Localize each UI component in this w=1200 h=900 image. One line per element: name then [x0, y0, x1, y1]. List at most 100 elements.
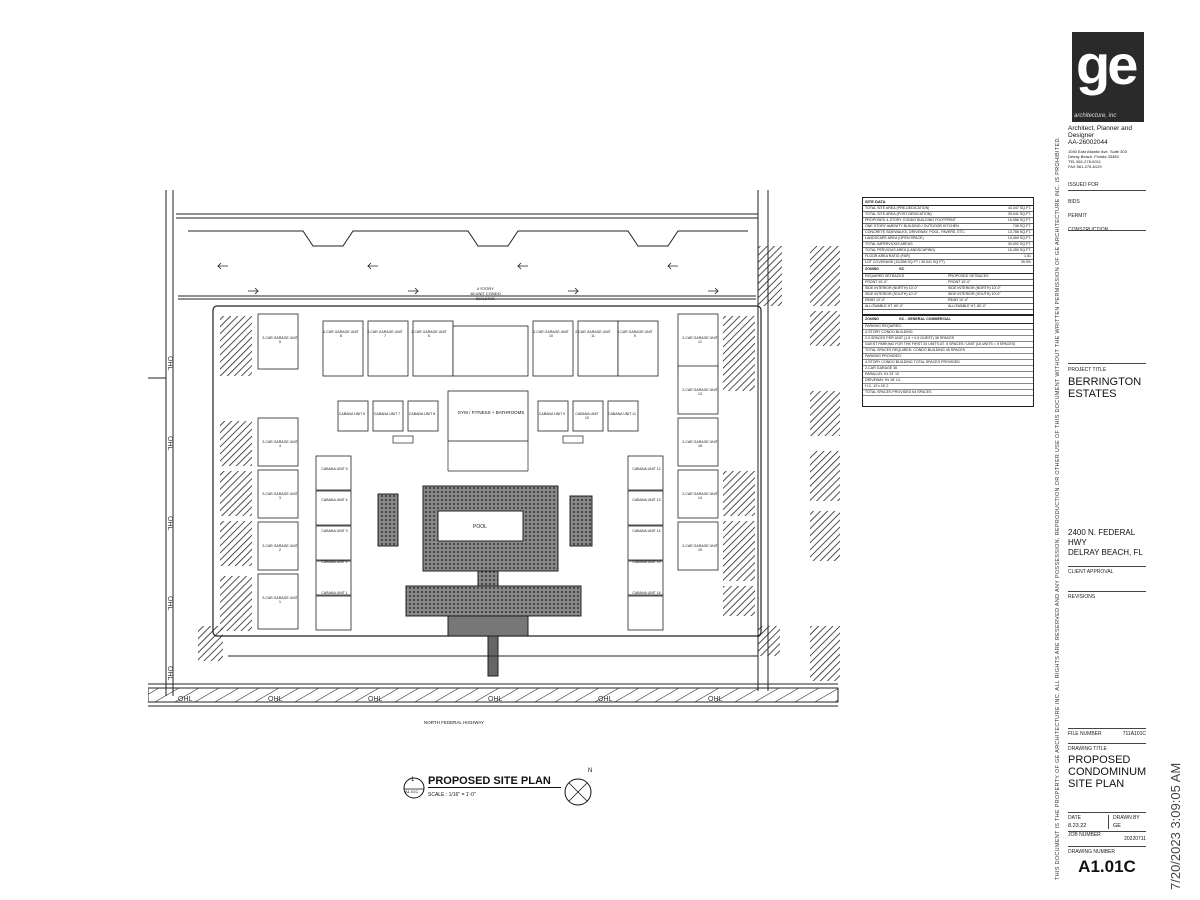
- garage-label: 2-CAR GARAGE UNIT 5: [262, 336, 298, 344]
- zoning-value: GC - GENERAL COMMERCIAL: [898, 317, 951, 321]
- garage-label: 2-CAR GARAGE UNIT 6: [411, 330, 447, 338]
- zoning-label: ZONING: [865, 317, 879, 321]
- drawing-title-1: PROPOSED: [1068, 754, 1131, 766]
- setback-proposed: SIDE INTERIOR (NORTH) 10'-0": [948, 286, 1001, 290]
- parking-line: 4-STORY CONDO BUILDING: [863, 330, 1033, 336]
- garage-label: 2-CAR GARAGE UNIT 12: [682, 336, 718, 344]
- cabanas-left: [315, 455, 352, 631]
- svg-text:OHL: OHL: [166, 436, 173, 451]
- svg-text:OHL: OHL: [268, 696, 283, 703]
- parking-line: 2-CAR GARAGE 36: [863, 366, 1033, 372]
- drawing-title-2: CONDOMINUM: [1068, 766, 1147, 778]
- cabana-label: CABANA UNIT 6: [338, 412, 366, 416]
- firm-tel: TEL 561-276-6011: [1068, 159, 1101, 164]
- parking-line: PARALLEL 9'x 23' 10: [863, 372, 1033, 378]
- traffic-arrows: [217, 262, 719, 295]
- project-address-1: 2400 N. FEDERAL HWY: [1068, 528, 1135, 547]
- svg-text:OHL: OHL: [166, 596, 173, 611]
- parking-line: TOTAL SPACES PROVIDED 64 SPACES: [863, 390, 1033, 396]
- site-data-value: 43,347 SQ.FT.: [1007, 206, 1031, 210]
- svg-text:OHL: OHL: [598, 696, 613, 703]
- setback-required: SIDE INTERIOR (SOUTH) 10'-0": [865, 292, 918, 296]
- garages-top: [322, 320, 659, 377]
- project-title-label: PROJECT TITLE: [1068, 367, 1107, 373]
- site-data-key: CONCRETE SIDEWALKS, DRIVEWAY, POOL, PAVE…: [865, 230, 966, 234]
- issued-permit: PERMIT: [1068, 213, 1087, 219]
- building-label: 4 STORY 18 UNIT CONDO BUILDING: [470, 286, 501, 301]
- pool-area: POOL: [377, 485, 593, 677]
- garage-label: 2-CAR GARAGE UNIT 18: [682, 440, 718, 448]
- cabana-label: CABANA UNIT 9: [538, 412, 566, 416]
- project-title-2: ESTATES: [1068, 388, 1117, 400]
- svg-text:OHL: OHL: [178, 696, 193, 703]
- drawing-title-3: SITE PLAN: [1068, 778, 1125, 790]
- site-data-row: LANDSCAPE AREA (OPEN SPACE)10,459 SQ.FT.: [863, 236, 1033, 242]
- setback-proposed: PROPOSED SETBACKS: [948, 274, 989, 278]
- north-arrow-icon: [564, 778, 592, 806]
- garage-label: 2-CAR GARAGE UNIT 3: [262, 492, 298, 500]
- project-title-1: BERRINGTON: [1068, 376, 1142, 388]
- drawn-by-label: DRAWN BY: [1113, 815, 1140, 821]
- cabanas-top: [337, 390, 639, 442]
- cabana-label: CABANA UNIT 13: [632, 498, 661, 502]
- date-label: DATE: [1068, 815, 1081, 821]
- cabana-label: CABANA UNIT 8: [408, 412, 436, 416]
- site-data-value: 10,459 SQ.FT.: [1007, 248, 1031, 252]
- svg-text:OHL: OHL: [166, 516, 173, 531]
- setback-row: FRONT 10'-0"FRONT 10'-0": [863, 280, 1033, 286]
- parking-line: PARKING PROVIDED:: [863, 354, 1033, 360]
- site-data-header: SITE DATA: [863, 198, 1033, 206]
- file-number-label: FILE NUMBER: [1068, 731, 1102, 737]
- garages-right: [677, 313, 719, 571]
- site-data-value: 15,558 SQ.FT.: [1007, 218, 1031, 222]
- issued-for-label: ISSUED FOR: [1068, 182, 1146, 191]
- setback-proposed: SIDE INTERIOR (SOUTH) 10'-0": [948, 292, 1001, 296]
- site-data-row: ONE STORY AMENITY BUILDING / OUTDOOR KIT…: [863, 224, 1033, 230]
- site-data-row: TOTAL SITE AREA (PRE-DEDICATION) 43,347 S…: [863, 206, 1033, 212]
- site-data-key: TOTAL SITE AREA (PRE-DEDICATION): [865, 206, 930, 210]
- site-data-value: 13,786 SQ.FT.: [1007, 230, 1031, 234]
- site-data-row: LOT COVERAGE (15,558 SQ FT / 39,041 SQ F…: [863, 260, 1033, 266]
- svg-text:POOL: POOL: [473, 524, 487, 530]
- site-data-table: SITE DATA TOTAL SITE AREA (PRE-DEDICATIO…: [862, 197, 1034, 407]
- date-value: 8.23.22: [1068, 823, 1087, 829]
- garage-label: 2-CAR GARAGE UNIT 8: [323, 330, 359, 338]
- setback-row: ALLOWABLE HT. 60'-0" ALLOWABLE HT. 60'-0": [863, 304, 1033, 310]
- drawing-number-value: A1.01C: [1078, 857, 1136, 876]
- site-data-key: LOT COVERAGE (15,558 SQ FT / 39,041 SQ F…: [865, 260, 945, 264]
- parking-line: TOTAL SPACES REQUIRED: CONDO BUILDING 45…: [863, 348, 1033, 354]
- site-data-key: TOTAL SITE AREA (POST-DEDICATION): [865, 212, 932, 216]
- parking-line: 2.0 SPACES PER UNIT (1.5 + 0.5 GUEST) 36…: [863, 336, 1033, 342]
- drawn-by-value: GE: [1113, 823, 1121, 829]
- setback-required: REQUIRED SETBACKS: [865, 274, 905, 278]
- svg-text:OHL: OHL: [708, 696, 723, 703]
- svg-text:OHL: OHL: [488, 696, 503, 703]
- site-data-key: PROPOSED 4-STORY CONDO BUILDING FOOTPRIN…: [865, 218, 956, 222]
- setback-required: ALLOWABLE HT. 60'-0": [865, 304, 904, 308]
- drawing-number-label: DRAWING NUMBER: [1068, 846, 1146, 855]
- garage-label: 2-CAR GARAGE UNIT 15: [682, 544, 718, 552]
- north-label: N: [588, 768, 593, 774]
- logo-subtitle: architecture, inc: [1074, 113, 1117, 119]
- cabana-label: CABANA UNIT 14: [632, 529, 661, 533]
- print-timestamp: 7/20/2023 3:09:05 AM: [1168, 762, 1183, 890]
- site-data-value: 30,092 SQ.FT.: [1007, 242, 1031, 246]
- right-landscape: [723, 246, 840, 681]
- garage-label: 2-CAR GARAGE UNIT 13: [682, 388, 718, 396]
- site-data-key: FLOOR AREA RATIO (FAR): [865, 254, 910, 258]
- cabana-label: CABANA UNIT 1: [321, 591, 348, 595]
- setback-proposed: ALLOWABLE HT. 60'-0": [948, 304, 987, 308]
- copyright-notice: THIS DOCUMENT IS THE PROPERTY OF GE ARCH…: [1055, 136, 1061, 880]
- parking-line: H.C. 12'x 18' 2: [863, 384, 1033, 390]
- sheet-ref: A1.01C: [405, 789, 419, 794]
- site-data-row: TOTAL SITE AREA (POST-DEDICATION)39,041 …: [863, 212, 1033, 218]
- zoning-value: GC: [898, 267, 905, 271]
- setback-row: SIDE INTERIOR (NORTH) 10'-0"SIDE INTERIO…: [863, 286, 1033, 292]
- parking-line: PARKING REQUIRED:: [863, 324, 1033, 330]
- revisions-label: REVISIONS: [1068, 591, 1146, 600]
- plan-title: PROPOSED SITE PLAN: [428, 775, 561, 788]
- setback-row: SIDE INTERIOR (SOUTH) 10'-0" SIDE INTERIO…: [863, 292, 1033, 298]
- left-landscape: [198, 316, 252, 661]
- parking-line: DRIVEWAY 9'x 18' 14: [863, 378, 1033, 384]
- parking-line: 4-STORY CONDO BUILDING TOTAL SPACES PROV…: [863, 360, 1033, 366]
